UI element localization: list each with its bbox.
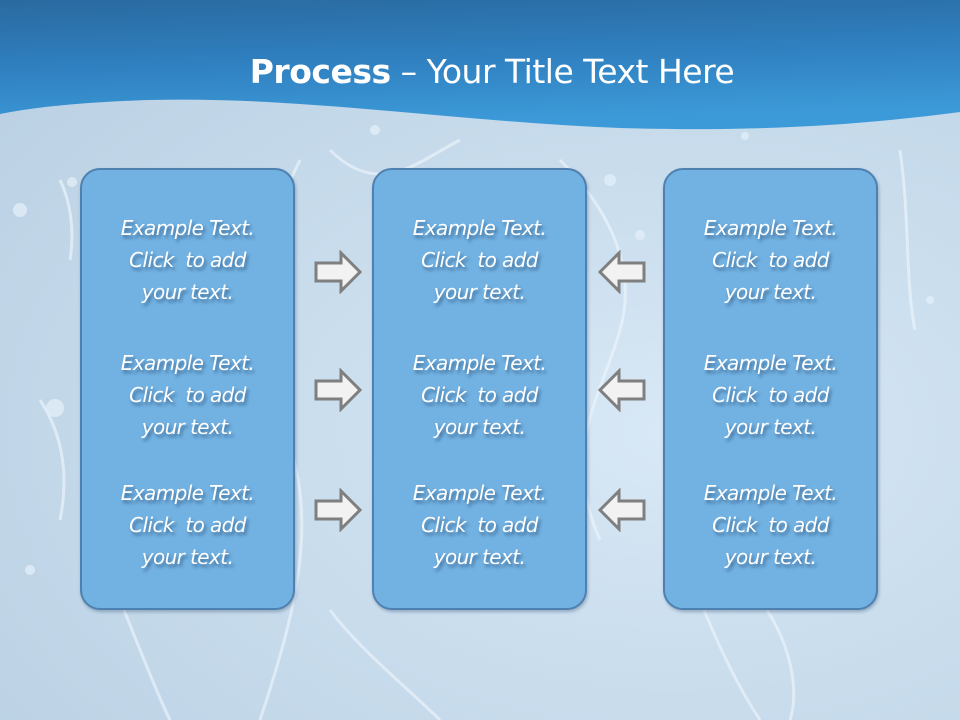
arrow-right-icon (314, 488, 363, 532)
text-line: Click to add (712, 513, 829, 537)
text-line: Click to add (129, 248, 246, 272)
text-block[interactable]: Example Text. Click to add your text. (374, 477, 585, 573)
text-line: Click to add (712, 248, 829, 272)
text-line: Example Text. (412, 481, 547, 505)
arrow-right-icon (314, 250, 363, 294)
title-rest: – Your Title Text Here (390, 52, 735, 91)
text-line: Example Text. (412, 351, 547, 375)
text-block[interactable]: Example Text. Click to add your text. (374, 212, 585, 308)
text-line: Example Text. (703, 216, 838, 240)
text-line: Click to add (421, 248, 538, 272)
text-block[interactable]: Example Text. Click to add your text. (82, 477, 293, 573)
text-block[interactable]: Example Text. Click to add your text. (374, 347, 585, 443)
process-box-right[interactable]: Example Text. Click to add your text. Ex… (663, 168, 878, 610)
arrow-left-icon (597, 250, 646, 294)
arrow-right-icon (314, 368, 363, 412)
text-line: your text. (724, 545, 817, 569)
process-box-center[interactable]: Example Text. Click to add your text. Ex… (372, 168, 587, 610)
header-wave-banner (0, 0, 960, 130)
text-line: your text. (724, 415, 817, 439)
text-line: Example Text. (120, 216, 255, 240)
text-block[interactable]: Example Text. Click to add your text. (665, 477, 876, 573)
text-line: Click to add (421, 513, 538, 537)
page-title: Process – Your Title Text Here (0, 52, 960, 91)
text-line: your text. (433, 545, 526, 569)
text-line: your text. (433, 280, 526, 304)
text-line: your text. (141, 280, 234, 304)
text-line: Example Text. (412, 216, 547, 240)
text-block[interactable]: Example Text. Click to add your text. (665, 212, 876, 308)
text-line: your text. (724, 280, 817, 304)
text-line: your text. (433, 415, 526, 439)
text-line: Example Text. (120, 481, 255, 505)
arrow-left-icon (597, 488, 646, 532)
text-line: Click to add (129, 383, 246, 407)
text-line: Example Text. (120, 351, 255, 375)
text-line: Click to add (712, 383, 829, 407)
text-line: your text. (141, 415, 234, 439)
text-line: your text. (141, 545, 234, 569)
process-box-left[interactable]: Example Text. Click to add your text. Ex… (80, 168, 295, 610)
text-line: Click to add (129, 513, 246, 537)
text-block[interactable]: Example Text. Click to add your text. (82, 347, 293, 443)
text-block[interactable]: Example Text. Click to add your text. (665, 347, 876, 443)
text-line: Click to add (421, 383, 538, 407)
arrow-left-icon (597, 368, 646, 412)
text-line: Example Text. (703, 481, 838, 505)
title-bold: Process (249, 52, 391, 91)
text-block[interactable]: Example Text. Click to add your text. (82, 212, 293, 308)
text-line: Example Text. (703, 351, 838, 375)
